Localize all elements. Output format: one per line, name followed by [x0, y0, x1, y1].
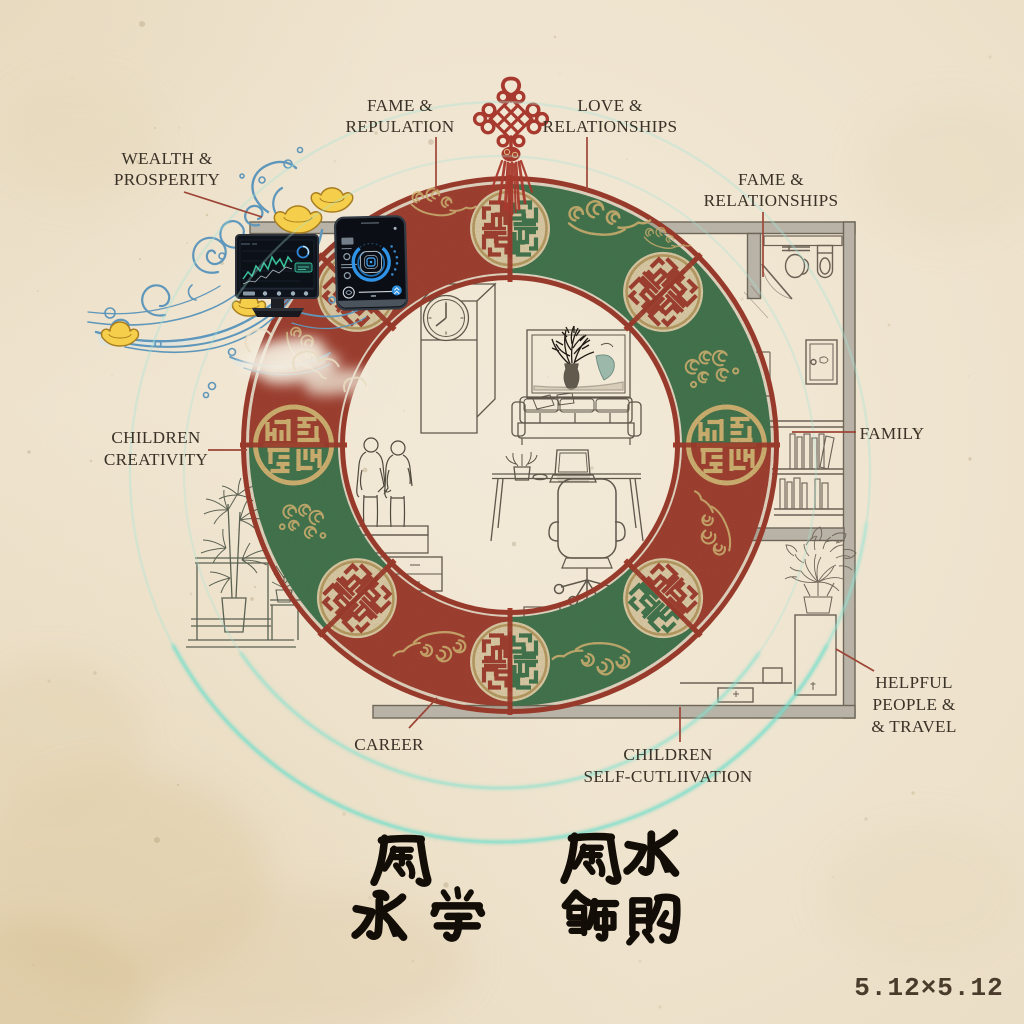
- svg-text:RELATIONSHIPS: RELATIONSHIPS: [704, 191, 839, 210]
- svg-text:& TRAVEL: & TRAVEL: [871, 717, 956, 736]
- svg-text:FAMILY: FAMILY: [860, 424, 925, 443]
- svg-text:REPULATION: REPULATION: [346, 117, 455, 136]
- svg-text:FAME &: FAME &: [738, 170, 804, 189]
- svg-text:CREATIVITY: CREATIVITY: [104, 450, 208, 469]
- svg-text:RELATIONSHIPS: RELATIONSHIPS: [543, 117, 678, 136]
- svg-text:HELPFUL: HELPFUL: [875, 673, 953, 692]
- svg-text:5.12×5.12: 5.12×5.12: [854, 973, 1003, 1003]
- svg-text:WEALTH &: WEALTH &: [121, 149, 212, 168]
- svg-text:SELF-CUTLIIVATION: SELF-CUTLIIVATION: [583, 767, 752, 786]
- svg-text:PEOPLE &: PEOPLE &: [872, 695, 955, 714]
- svg-text:CHILDREN: CHILDREN: [623, 745, 713, 764]
- svg-text:CAREER: CAREER: [354, 735, 424, 754]
- svg-text:FAME &: FAME &: [367, 96, 433, 115]
- svg-text:LOVE &: LOVE &: [577, 96, 643, 115]
- svg-text:CHILDREN: CHILDREN: [111, 428, 201, 447]
- svg-text:PROSPERITY: PROSPERITY: [114, 170, 220, 189]
